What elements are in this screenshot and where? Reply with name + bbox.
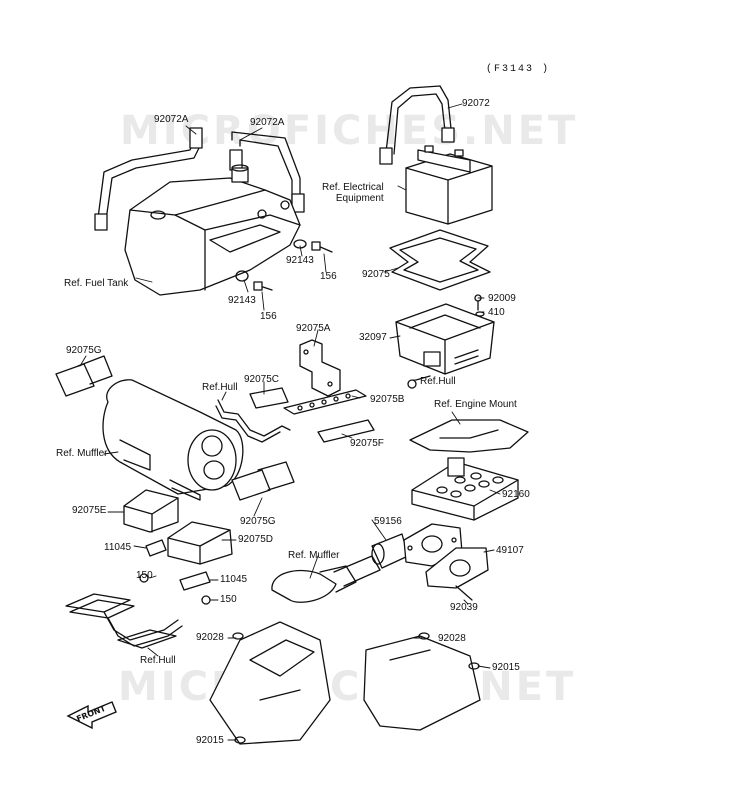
pad-92075G-left [55,355,113,397]
label-ref-engine-mount: Ref. Engine Mount [434,399,517,410]
strip-92075B [283,389,367,415]
label-92072A-left: 92072A [154,114,189,125]
label-92160: 92160 [502,489,530,500]
label-156-b: 156 [260,311,277,322]
fuel-tank [124,164,301,296]
bracket-92075A [299,339,341,397]
label-92009: 92009 [488,293,516,304]
watermark-bottom: MICROFICHES.NET [118,664,577,710]
plate-49107 [425,547,489,589]
label-92028-left: 92028 [196,632,224,643]
exhaust-pipe [271,533,409,603]
label-92075G-left: 92075G [66,345,102,356]
label-ref-hull-frame: Ref.Hull [140,655,176,666]
label-ref-muffler-a: Ref. Muffler [56,448,108,459]
plate-92160 [411,457,519,521]
fuel-tank-strap-right [229,131,305,213]
label-ref-hull-battery: Ref.Hull [420,376,456,387]
label-156-a: 156 [320,271,337,282]
label-92072A-right: 92072A [250,117,285,128]
label-11045-b: 11045 [220,574,248,585]
label-92028-right: 92028 [438,633,466,644]
block-92075D [167,521,233,565]
clamps-and-bolts [139,539,211,605]
label-410: 410 [488,307,505,318]
label-ref-hull-bracket: Ref.Hull [202,382,238,393]
figure-code: (F3143 ) [486,64,551,75]
hull-bottom-right [363,632,481,731]
pad-92075G-right [231,461,295,501]
label-ref-fuel-tank: Ref. Fuel Tank [64,278,129,289]
fuel-tank-strap-left [94,127,203,231]
label-92075: 92075 [362,269,390,280]
label-92075E: 92075E [72,505,107,516]
strip-92075F [317,419,375,443]
label-92015-left: 92015 [196,735,224,746]
battery-pad [389,229,491,291]
label-32097: 32097 [359,332,387,343]
muffler [102,379,244,501]
hull-bracket [215,399,291,443]
label-92075A: 92075A [296,323,331,334]
hull-bottom-left [209,621,331,745]
battery-strap [379,85,455,165]
pad-92075C [249,387,289,409]
label-150-a: 150 [136,570,153,581]
fuel-tank-hardware [235,239,333,291]
label-11045-a: 11045 [104,542,132,553]
engine-mount [409,419,529,453]
battery [405,145,493,225]
front-arrow: FRONT [66,701,117,730]
block-92075E [123,489,179,533]
label-92143-b: 92143 [228,295,256,306]
label-49107: 49107 [496,545,524,556]
label-92075C: 92075C [244,374,280,385]
leader-lines [79,103,501,741]
battery-tray [395,294,495,389]
label-92075F: 92075F [350,438,384,449]
label-59156: 59156 [374,516,402,527]
label-92072: 92072 [462,98,490,109]
label-ref-muffler-b: Ref. Muffler [288,550,340,561]
label-92075G-right: 92075G [240,516,276,527]
label-150-b: 150 [220,594,237,605]
label-92075D: 92075D [238,534,274,545]
label-92075B: 92075B [370,394,405,405]
label-92015-right: 92015 [492,662,520,673]
label-92143-a: 92143 [286,255,314,266]
label-ref-electrical-equipment: Ref. Electrical Equipment [322,182,384,204]
pin-92039 [455,585,473,601]
hull-frame [65,593,183,649]
label-92039: 92039 [450,602,478,613]
